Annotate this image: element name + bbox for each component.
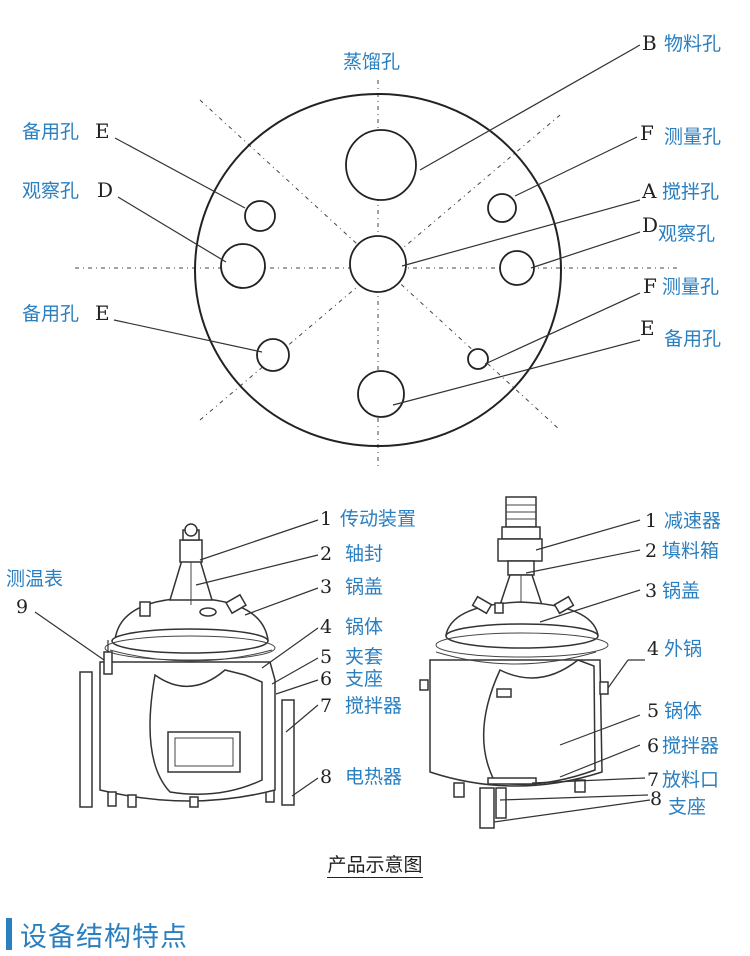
left-part-label: 电热器 xyxy=(345,766,402,788)
right-part-label: 减速器 xyxy=(664,510,721,532)
right-part-num: 1 xyxy=(645,510,657,532)
label-observe-hole-2: 观察孔 xyxy=(658,223,715,245)
right-part-label: 填料箱 xyxy=(662,540,719,562)
left-vessel-leaders xyxy=(34,519,319,797)
label-stir-hole: 搅拌孔 xyxy=(662,181,719,203)
label-e3-letter: E xyxy=(640,316,655,340)
right-part-label: 外锅 xyxy=(664,638,702,660)
label-b-letter: B xyxy=(642,31,657,55)
left-part-label: 传动装置 xyxy=(340,508,416,530)
top-view-leaders xyxy=(113,44,641,406)
equipment-diagram: 蒸馏孔 B 物料孔 备用孔 E F 测量孔 观察孔 D A 搅拌孔 D 观察孔 … xyxy=(6,31,721,829)
diagram-caption: 产品示意图 xyxy=(0,850,750,878)
left-vessel xyxy=(79,523,295,808)
top-view-plate xyxy=(75,80,680,470)
label-observe-hole-1: 观察孔 xyxy=(22,180,79,202)
left-part-num: 8 xyxy=(320,766,332,788)
label-measure-hole-1: 测量孔 xyxy=(664,126,721,148)
left-part-label: 夹套 xyxy=(345,646,383,668)
right-part-label: 放料口 xyxy=(662,769,719,791)
label-e2-letter: E xyxy=(95,301,110,325)
label-material-hole: 物料孔 xyxy=(664,33,721,55)
right-part-num: 5 xyxy=(647,700,659,722)
left-part-num: 3 xyxy=(320,576,332,598)
label-spare-hole-3: 备用孔 xyxy=(664,328,721,350)
left-part-num: 7 xyxy=(320,695,332,717)
left-part-num: 4 xyxy=(320,616,332,638)
right-part-num: 4 xyxy=(647,638,659,660)
label-distill-hole: 蒸馏孔 xyxy=(343,51,400,73)
label-thermometer: 测温表 xyxy=(6,568,63,590)
left-part-label: 搅拌器 xyxy=(345,695,402,717)
caption-text: 产品示意图 xyxy=(327,854,423,878)
label-e1-letter: E xyxy=(95,119,110,143)
right-part-num: 7 xyxy=(647,769,659,791)
right-vessel-parts-list: 1 减速器 2 填料箱 3 锅盖 4 外锅 5 锅体 6 搅拌器 7 放料口 8… xyxy=(645,510,721,818)
right-part-label: 支座 xyxy=(668,796,706,818)
left-part-num: 5 xyxy=(320,646,332,668)
label-thermometer-num: 9 xyxy=(16,596,28,618)
label-d2-letter: D xyxy=(642,213,658,237)
label-measure-hole-2: 测量孔 xyxy=(662,276,719,298)
left-part-label: 支座 xyxy=(345,668,383,690)
left-part-label: 轴封 xyxy=(345,543,383,565)
right-part-num: 3 xyxy=(645,580,657,602)
label-f2-letter: F xyxy=(643,274,657,298)
right-part-num: 8 xyxy=(650,788,662,810)
right-part-label: 搅拌器 xyxy=(662,735,719,757)
right-part-num: 2 xyxy=(645,540,657,562)
right-vessel-leaders xyxy=(493,519,651,823)
section-accent-bar xyxy=(6,918,12,950)
section-title: 设备结构特点 xyxy=(20,921,188,953)
right-vessel xyxy=(419,496,609,829)
right-part-label: 锅盖 xyxy=(662,580,700,602)
right-part-label: 锅体 xyxy=(664,700,702,722)
label-d1-letter: D xyxy=(97,178,113,202)
left-part-num: 6 xyxy=(320,668,332,690)
label-a-letter: A xyxy=(641,179,657,203)
right-part-num: 6 xyxy=(647,735,659,757)
label-f1-letter: F xyxy=(640,121,654,145)
left-part-label: 锅体 xyxy=(345,616,383,638)
label-spare-hole-1: 备用孔 xyxy=(22,121,79,143)
left-vessel-parts-list: 1 传动装置 2 轴封 3 锅盖 4 锅体 5 夹套 6 支座 7 搅拌器 8 … xyxy=(320,508,416,788)
left-part-label: 锅盖 xyxy=(345,576,383,598)
section-heading: 设备结构特点 xyxy=(6,914,188,954)
label-spare-hole-2: 备用孔 xyxy=(22,303,79,325)
left-part-num: 1 xyxy=(320,508,332,530)
left-part-num: 2 xyxy=(320,543,332,565)
